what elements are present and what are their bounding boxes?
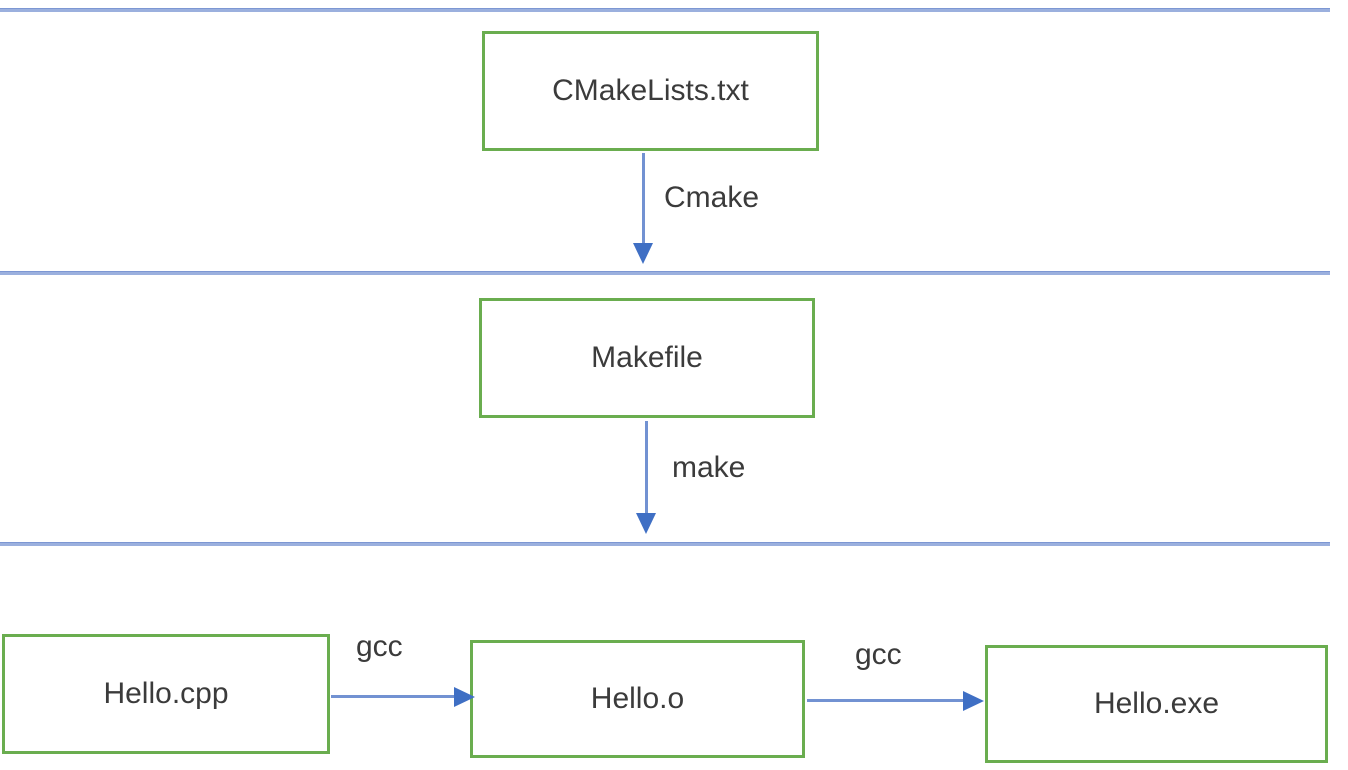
- node-hello-cpp: Hello.cpp: [2, 634, 330, 754]
- node-hello-exe-label: Hello.exe: [1093, 687, 1220, 720]
- arrow-make-stem: [645, 421, 648, 515]
- arrow-cmake-stem: [642, 153, 645, 245]
- arrow-gcc1-stem: [331, 695, 456, 698]
- arrow-down-icon: [633, 243, 653, 264]
- edge-label-make: make: [672, 451, 746, 484]
- separator-line-middle: [0, 271, 1330, 275]
- node-makefile-label: Makefile: [591, 341, 703, 374]
- edge-label-cmake: Cmake: [664, 181, 760, 214]
- node-hello-exe: Hello.exe: [985, 645, 1328, 763]
- edge-label-gcc-2: gcc: [855, 638, 902, 671]
- arrow-gcc2-stem: [807, 699, 965, 702]
- separator-line-bottom: [0, 542, 1330, 546]
- arrow-right-icon: [454, 687, 475, 707]
- arrow-right-icon: [963, 691, 984, 711]
- node-hello-cpp-label: Hello.cpp: [103, 677, 229, 710]
- node-hello-o-label: Hello.o: [590, 682, 685, 715]
- edge-label-gcc-1: gcc: [356, 630, 403, 663]
- separator-line-top: [0, 8, 1330, 12]
- node-hello-o: Hello.o: [470, 640, 805, 758]
- arrow-down-icon: [636, 513, 656, 534]
- node-cmakelists-txt: CMakeLists.txt: [482, 31, 819, 151]
- node-makefile: Makefile: [479, 298, 815, 418]
- node-cmakelists-label: CMakeLists.txt: [552, 74, 749, 107]
